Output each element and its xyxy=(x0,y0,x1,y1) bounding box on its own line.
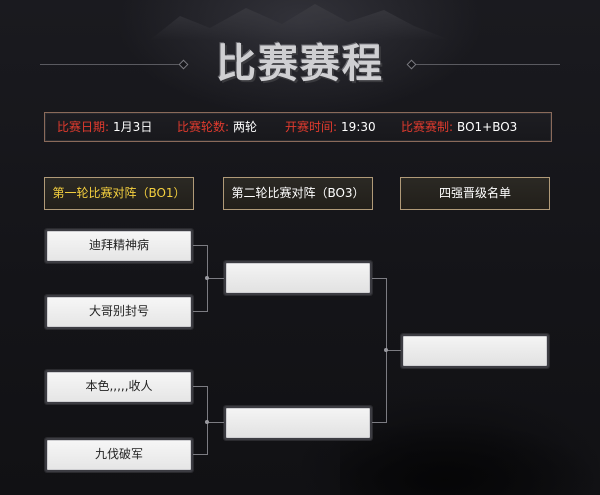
bracket-line xyxy=(372,278,387,279)
page-title: 比赛赛程 xyxy=(216,41,384,87)
round1-team-1: 迪拜精神病 xyxy=(47,231,191,261)
info-format-value: BO1+BO3 xyxy=(457,120,518,134)
bottom-decoration xyxy=(340,420,600,495)
diamond-icon xyxy=(406,59,417,70)
diamond-icon xyxy=(178,59,189,70)
info-date-label: 比赛日期: xyxy=(57,120,110,134)
top-decoration xyxy=(150,4,450,40)
info-date: 比赛日期:1月3日 xyxy=(57,113,152,141)
round2-slot-2 xyxy=(226,408,370,438)
bracket-line xyxy=(193,386,208,387)
round1-team-3: 本色,,,,,收人 xyxy=(47,372,191,402)
bracket-line xyxy=(193,311,208,312)
round2-header: 第二轮比赛对阵（BO3） xyxy=(223,177,373,210)
info-start-value: 19:30 xyxy=(341,120,376,134)
info-rounds: 比赛轮数:两轮 xyxy=(177,113,257,141)
top4-header: 四强晋级名单 xyxy=(400,177,550,210)
info-start: 开赛时间:19:30 xyxy=(285,113,376,141)
info-rounds-label: 比赛轮数: xyxy=(177,120,230,134)
info-rounds-value: 两轮 xyxy=(233,120,258,134)
info-start-label: 开赛时间: xyxy=(285,120,338,134)
info-format: 比赛赛制:BO1+BO3 xyxy=(401,113,517,141)
title-line-left xyxy=(40,59,189,70)
info-format-label: 比赛赛制: xyxy=(401,120,454,134)
bracket-line xyxy=(193,245,208,246)
round1-team-2: 大哥别封号 xyxy=(47,297,191,327)
bracket-line xyxy=(207,422,224,423)
bracket-line xyxy=(386,350,401,351)
bracket-node xyxy=(384,348,388,352)
top4-slot xyxy=(403,336,547,366)
round1-team-4: 九伐破军 xyxy=(47,440,191,470)
bracket-line xyxy=(207,278,224,279)
round1-header: 第一轮比赛对阵（BO1） xyxy=(44,177,194,210)
title-line-right xyxy=(406,59,560,70)
info-date-value: 1月3日 xyxy=(113,120,153,134)
bracket-line xyxy=(372,422,387,423)
match-info-bar: 比赛日期:1月3日 比赛轮数:两轮 开赛时间:19:30 比赛赛制:BO1+BO… xyxy=(44,112,552,142)
bracket-node xyxy=(205,276,209,280)
bracket-line xyxy=(193,454,208,455)
round2-slot-1 xyxy=(226,263,370,293)
title-banner: 比赛赛程 xyxy=(0,40,600,90)
bracket-node xyxy=(205,420,209,424)
